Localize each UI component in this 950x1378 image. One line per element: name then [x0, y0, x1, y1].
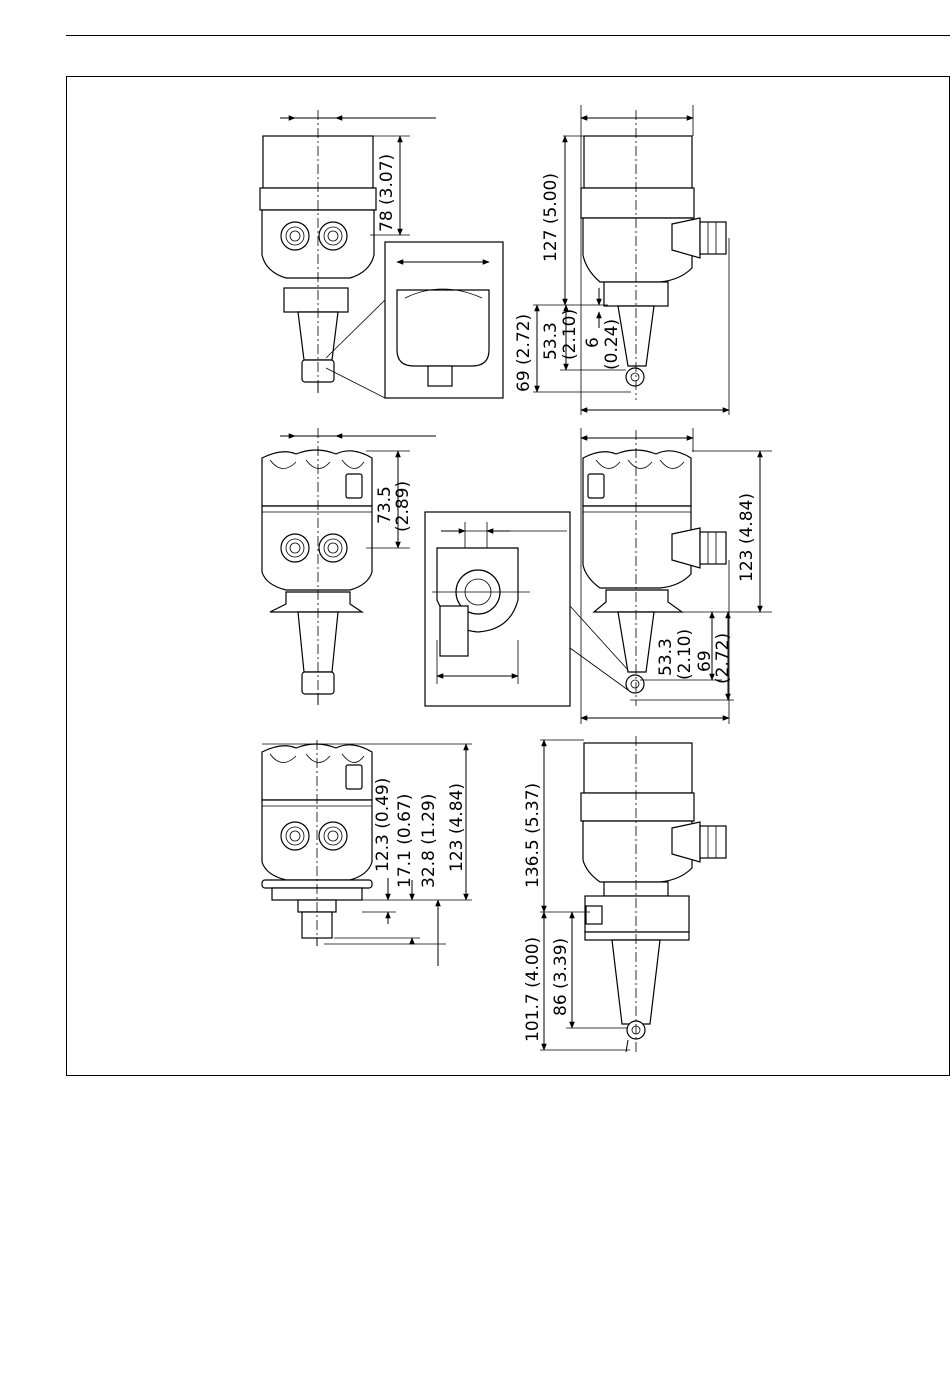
dim-6: 6	[583, 337, 603, 348]
dim-73-5: 73.5	[375, 486, 395, 524]
dim-86: 86 (3.39)	[551, 938, 571, 1016]
dim-0-24: (0.24)	[602, 319, 622, 370]
view-side-clamp: 123 (4.84) 53.3 (2.10) 69 (2.72)	[581, 428, 772, 724]
dim-69: 69	[695, 650, 715, 672]
dim-17-1: 17.1 (0.67)	[395, 794, 415, 888]
dim-2-89: (2.89)	[393, 481, 413, 532]
dim-123: 123 (4.84)	[447, 783, 467, 872]
dim-78: 78 (3.07)	[377, 154, 397, 232]
view-front-short: 12.3 (0.49) 17.1 (0.67) 32.8 (1.29) 123 …	[262, 740, 472, 966]
dim-123: 123 (4.84)	[737, 493, 757, 582]
dim-136-5: 136.5 (5.37)	[523, 783, 543, 888]
view-side-threaded: 127 (5.00) 69 (2.72) 53.3 (2.10) 6 (0.24…	[514, 105, 729, 415]
dim-2-10: (2.10)	[675, 629, 695, 680]
dim-53-3: 53.3	[656, 638, 676, 676]
dim-12-3: 12.3 (0.49)	[373, 778, 393, 872]
dim-2-10: (2.10)	[560, 309, 580, 360]
view-front-threaded: 78 (3.07)	[260, 110, 503, 398]
view-front-clamp: 73.5 (2.89)	[262, 428, 436, 705]
dim-69: 69 (2.72)	[514, 314, 534, 392]
dim-127: 127 (5.00)	[541, 173, 561, 262]
view-side-adapter: 136.5 (5.37) 101.7 (4.00) 86 (3.39)	[523, 736, 726, 1054]
dim-101-7: 101.7 (4.00)	[523, 937, 543, 1042]
dim-32-8: 32.8 (1.29)	[419, 794, 439, 888]
dim-2-72: (2.72)	[713, 633, 733, 684]
dim-53-3: 53.3	[541, 322, 561, 360]
